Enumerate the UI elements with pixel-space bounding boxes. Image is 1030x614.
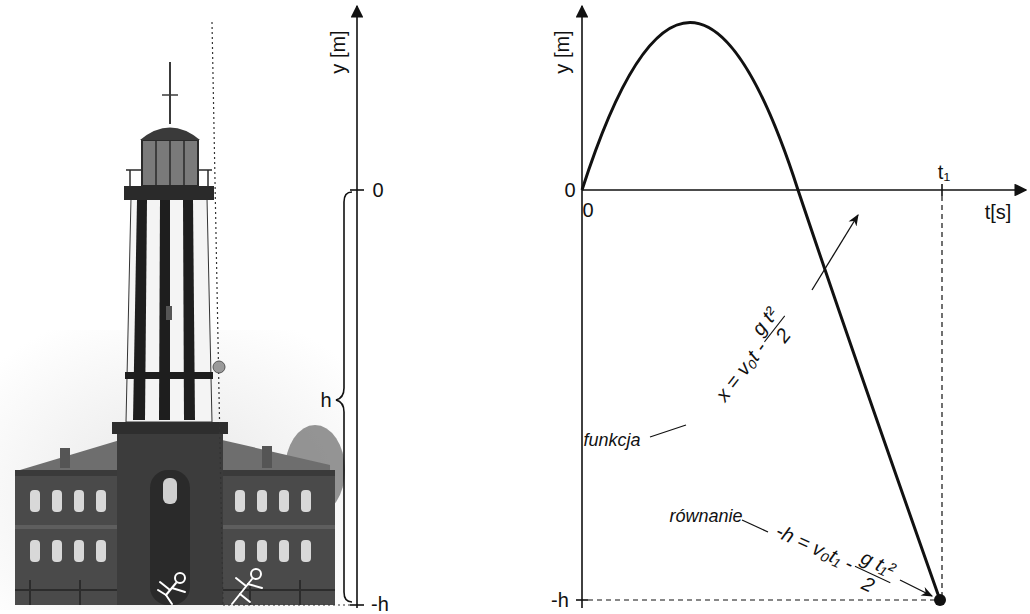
axis-label: y [m] [552,30,572,73]
axis-label: t[s] [985,202,1012,222]
height-label: h [320,390,331,410]
annotation: równanie [669,507,742,525]
end-point [934,594,946,606]
axis-value: 0 [372,180,383,200]
axis-value: -h [551,590,569,610]
formula-text: -h = v₀t₁ - [773,520,857,573]
formula-text: x = v₀t - [712,338,770,405]
lighthouse-photo [0,22,350,610]
annotation: funkcja [583,431,640,449]
axis-value: 0 [564,180,575,200]
trajectory-curve [582,23,940,601]
axis-label: y [m] [328,30,348,73]
left-axis [350,6,364,608]
time-marker: t₁ [938,162,950,182]
height-brace [336,192,352,602]
axis-value: 0 [582,200,593,220]
axis-value: -h [371,594,389,614]
formula: -h = v₀t₁ -g t₁²2 [768,510,900,603]
leader-lines [650,215,932,596]
graph-axes [576,6,1026,608]
formula: x = v₀t -g t²2 [702,302,801,412]
